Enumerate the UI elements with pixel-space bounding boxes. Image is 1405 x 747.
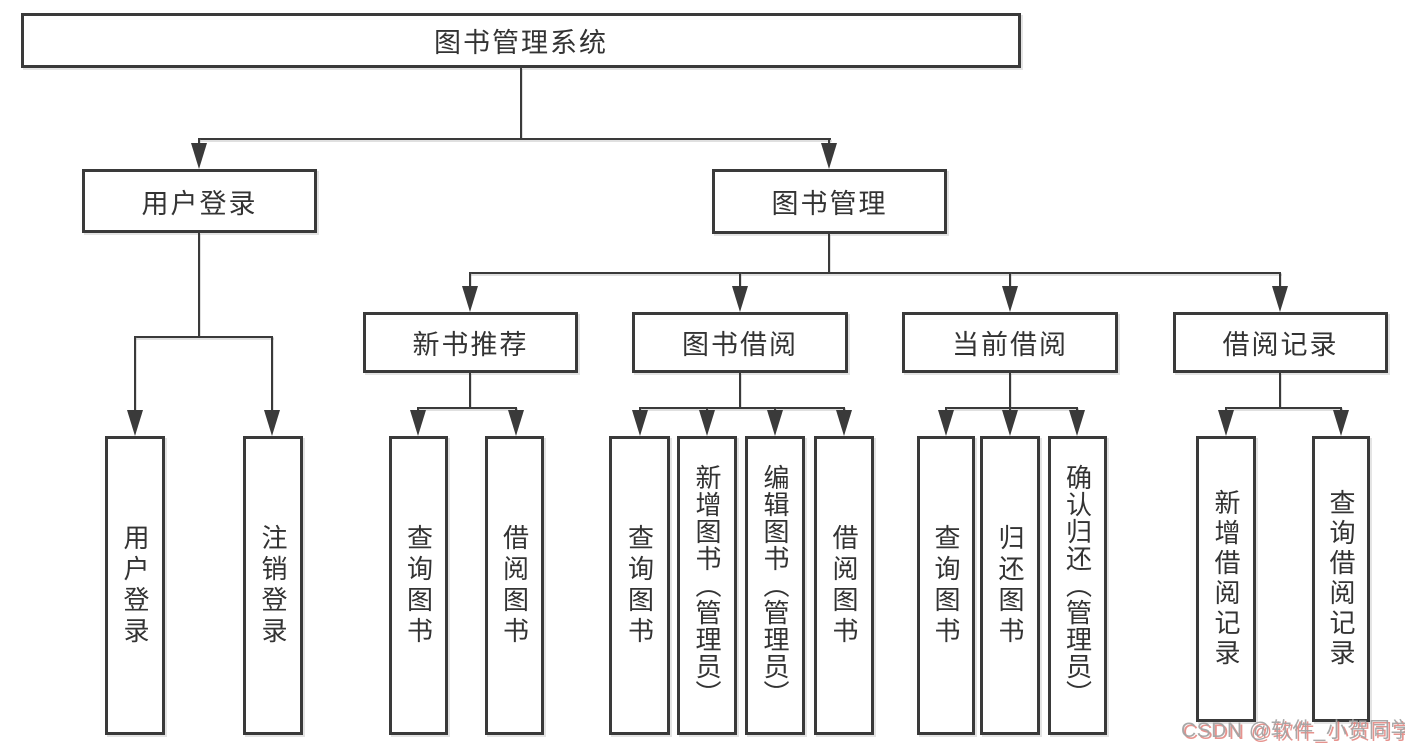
arrowhead-borrowing-records xyxy=(1272,286,1288,312)
arrowhead-br-add xyxy=(1218,410,1234,436)
arrowhead-bb-query xyxy=(632,410,648,436)
leaf-return-books: 归还图书 xyxy=(980,436,1040,735)
leaf-confirm-return-admin: 确认归还（管理员） xyxy=(1048,436,1107,735)
leaf-borrow-books-recommend: 借阅图书 xyxy=(485,436,544,735)
connector-stem-leaf-logout xyxy=(271,336,273,412)
connector-stem-user-login xyxy=(198,138,200,146)
connector-stem-leaf-user-login xyxy=(134,336,136,412)
connector-root-stub xyxy=(520,68,522,138)
leaf-query-borrow-record: 查询借阅记录 xyxy=(1312,436,1370,722)
arrowhead-cb-query xyxy=(938,410,954,436)
connector-mgmt-stub xyxy=(828,234,830,272)
connector-newbook-hline xyxy=(417,407,517,409)
connector-stem-book-borrowing xyxy=(739,272,741,288)
arrowhead-user-login xyxy=(191,143,207,169)
node-book-borrowing: 图书借阅 xyxy=(632,312,848,373)
connector-stem-borrowing-records xyxy=(1279,272,1281,288)
arrowhead-cb-confirm xyxy=(1069,410,1085,436)
leaf-user-login: 用户登录 xyxy=(105,436,165,735)
leaf-query-books-current: 查询图书 xyxy=(917,436,975,735)
arrowhead-leaf-user-login xyxy=(127,410,143,436)
connector-login-hline xyxy=(134,336,273,338)
connector-current-stub xyxy=(1009,373,1011,407)
connector-records-stub xyxy=(1279,373,1281,407)
leaf-logout-login: 注销登录 xyxy=(243,436,303,735)
arrowhead-nb-borrow xyxy=(508,410,524,436)
connector-records-hline xyxy=(1225,407,1342,409)
leaf-query-books-borrowing: 查询图书 xyxy=(609,436,670,735)
watermark: CSDN @软件_小贺同学 xyxy=(1181,719,1405,742)
connector-current-hline xyxy=(945,407,1078,409)
connector-stem-book-management xyxy=(828,138,830,146)
node-book-management: 图书管理 xyxy=(712,169,947,234)
connector-borrowing-stub xyxy=(739,373,741,407)
arrowhead-leaf-logout xyxy=(264,410,280,436)
connector-borrowing-hline xyxy=(639,407,845,409)
connector-mgmt-hline xyxy=(469,272,1281,274)
arrowhead-new-book xyxy=(462,286,478,312)
connector-stem-current-borrowing xyxy=(1009,272,1011,288)
arrowhead-nb-query xyxy=(410,410,426,436)
leaf-add-borrow-record: 新增借阅记录 xyxy=(1196,436,1256,722)
arrowhead-bb-add xyxy=(699,410,715,436)
arrowhead-bb-edit xyxy=(767,410,783,436)
connector-root-hline xyxy=(198,138,831,140)
connector-newbook-stub xyxy=(469,373,471,407)
arrowhead-current-borrowing xyxy=(1002,286,1018,312)
arrowhead-book-borrowing xyxy=(732,286,748,312)
arrowhead-br-query xyxy=(1333,410,1349,436)
arrowhead-bb-borrow xyxy=(836,410,852,436)
node-new-book-recommend: 新书推荐 xyxy=(363,312,578,373)
leaf-borrow-books-borrowing: 借阅图书 xyxy=(814,436,874,735)
connector-login-stub xyxy=(198,233,200,336)
arrowhead-cb-return xyxy=(1002,410,1018,436)
node-user-login: 用户登录 xyxy=(82,169,317,233)
connector-stem-new-book xyxy=(469,272,471,288)
node-current-borrowing: 当前借阅 xyxy=(902,312,1118,373)
node-borrowing-records: 借阅记录 xyxy=(1173,312,1388,373)
arrowhead-book-management xyxy=(821,143,837,169)
leaf-edit-books-admin: 编辑图书（管理员） xyxy=(745,436,805,735)
node-library-system: 图书管理系统 xyxy=(21,13,1021,68)
leaf-query-books-recommend: 查询图书 xyxy=(389,436,448,735)
leaf-add-books-admin: 新增图书（管理员） xyxy=(677,436,737,735)
